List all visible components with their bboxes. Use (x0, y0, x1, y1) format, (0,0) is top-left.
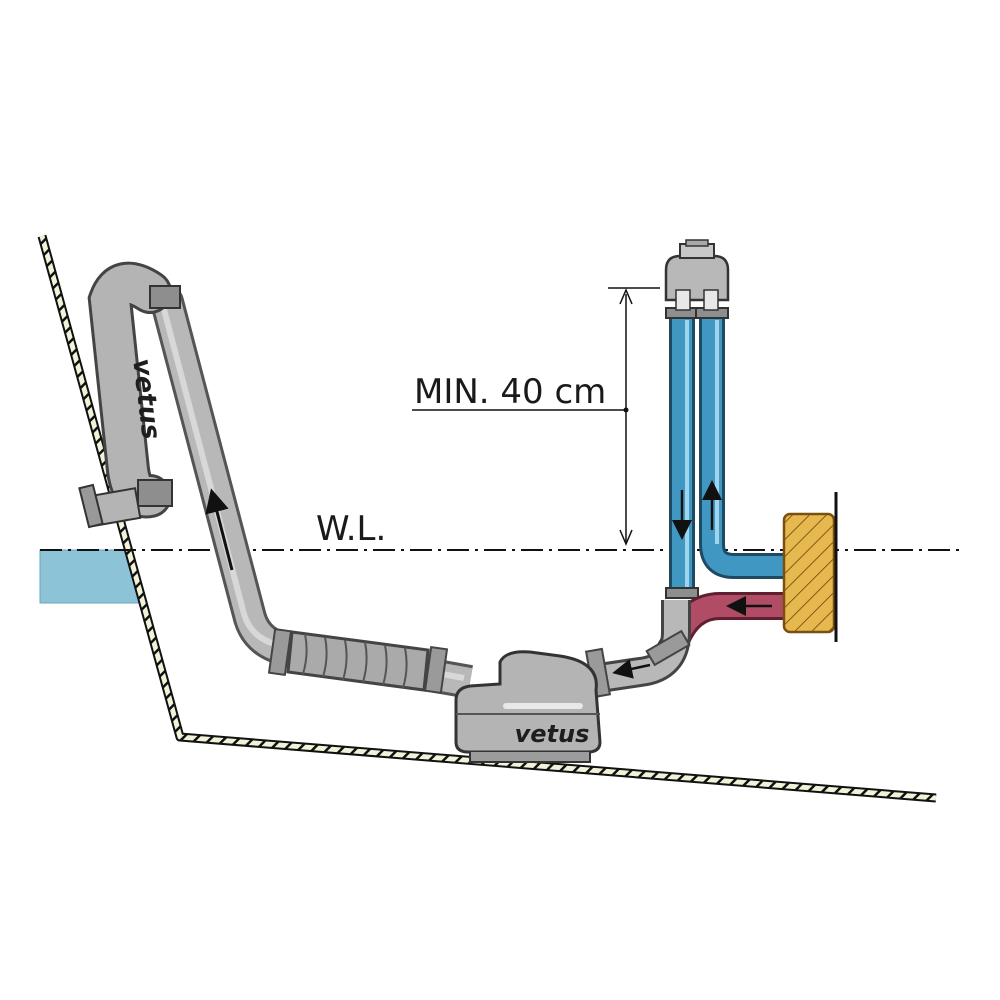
silencer (267, 627, 449, 695)
cooling-water-pipes (665, 307, 785, 599)
waterline-label: W.L. (316, 509, 386, 549)
hull-outlet-fitting (78, 483, 142, 529)
exhaust-hose (141, 277, 473, 699)
min-height-label: MIN. 40 cm (414, 372, 606, 412)
sea-water (39, 549, 141, 604)
arrow-icon (205, 488, 234, 571)
engine-block (782, 492, 838, 642)
exhaust-elbow (583, 600, 691, 699)
arrow-icon (612, 659, 651, 679)
hull (37, 234, 937, 803)
waterlock: vetus (454, 650, 602, 763)
height-dimension (412, 287, 660, 546)
vented-loop-icon (664, 239, 730, 311)
goose-neck-muffler: vetus (87, 261, 181, 519)
waterlock-brand-logo: vetus (515, 720, 590, 748)
